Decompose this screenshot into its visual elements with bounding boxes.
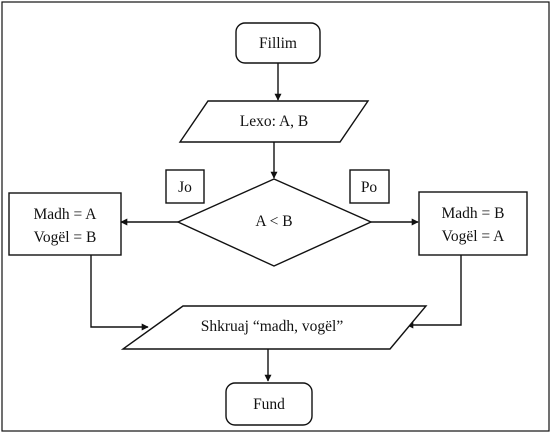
process-yes-line-1: Madh = B — [442, 205, 505, 222]
output-node: Shkruaj “madh, vogël” — [120, 305, 428, 350]
branch-no-label-box: Jo — [165, 169, 205, 204]
end-label: Fund — [253, 396, 285, 413]
decision-node: A < B — [176, 178, 373, 267]
start-node: Fillim — [235, 22, 321, 64]
input-node: Lexo: A, B — [178, 100, 370, 143]
process-no-line-2: Vogël = B — [34, 229, 97, 246]
end-node: Fund — [225, 382, 313, 426]
process-no-node: Madh = A Vogël = B — [8, 192, 122, 256]
process-no-line-1: Madh = A — [34, 206, 98, 223]
input-label: Lexo: A, B — [240, 113, 308, 130]
process-yes-node: Madh = B Vogël = A — [418, 191, 528, 256]
branch-yes-label: Po — [361, 179, 378, 196]
branch-no-label: Jo — [178, 179, 192, 196]
process-yes-line-2: Vogël = A — [442, 228, 506, 245]
output-label: Shkruaj “madh, vogël” — [201, 318, 344, 335]
branch-yes-label-box: Po — [349, 169, 390, 204]
start-label: Fillim — [259, 35, 297, 52]
arrow-yes-to-output — [406, 255, 462, 329]
decision-label: A < B — [255, 213, 292, 230]
arrow-no-to-output — [90, 255, 149, 331]
